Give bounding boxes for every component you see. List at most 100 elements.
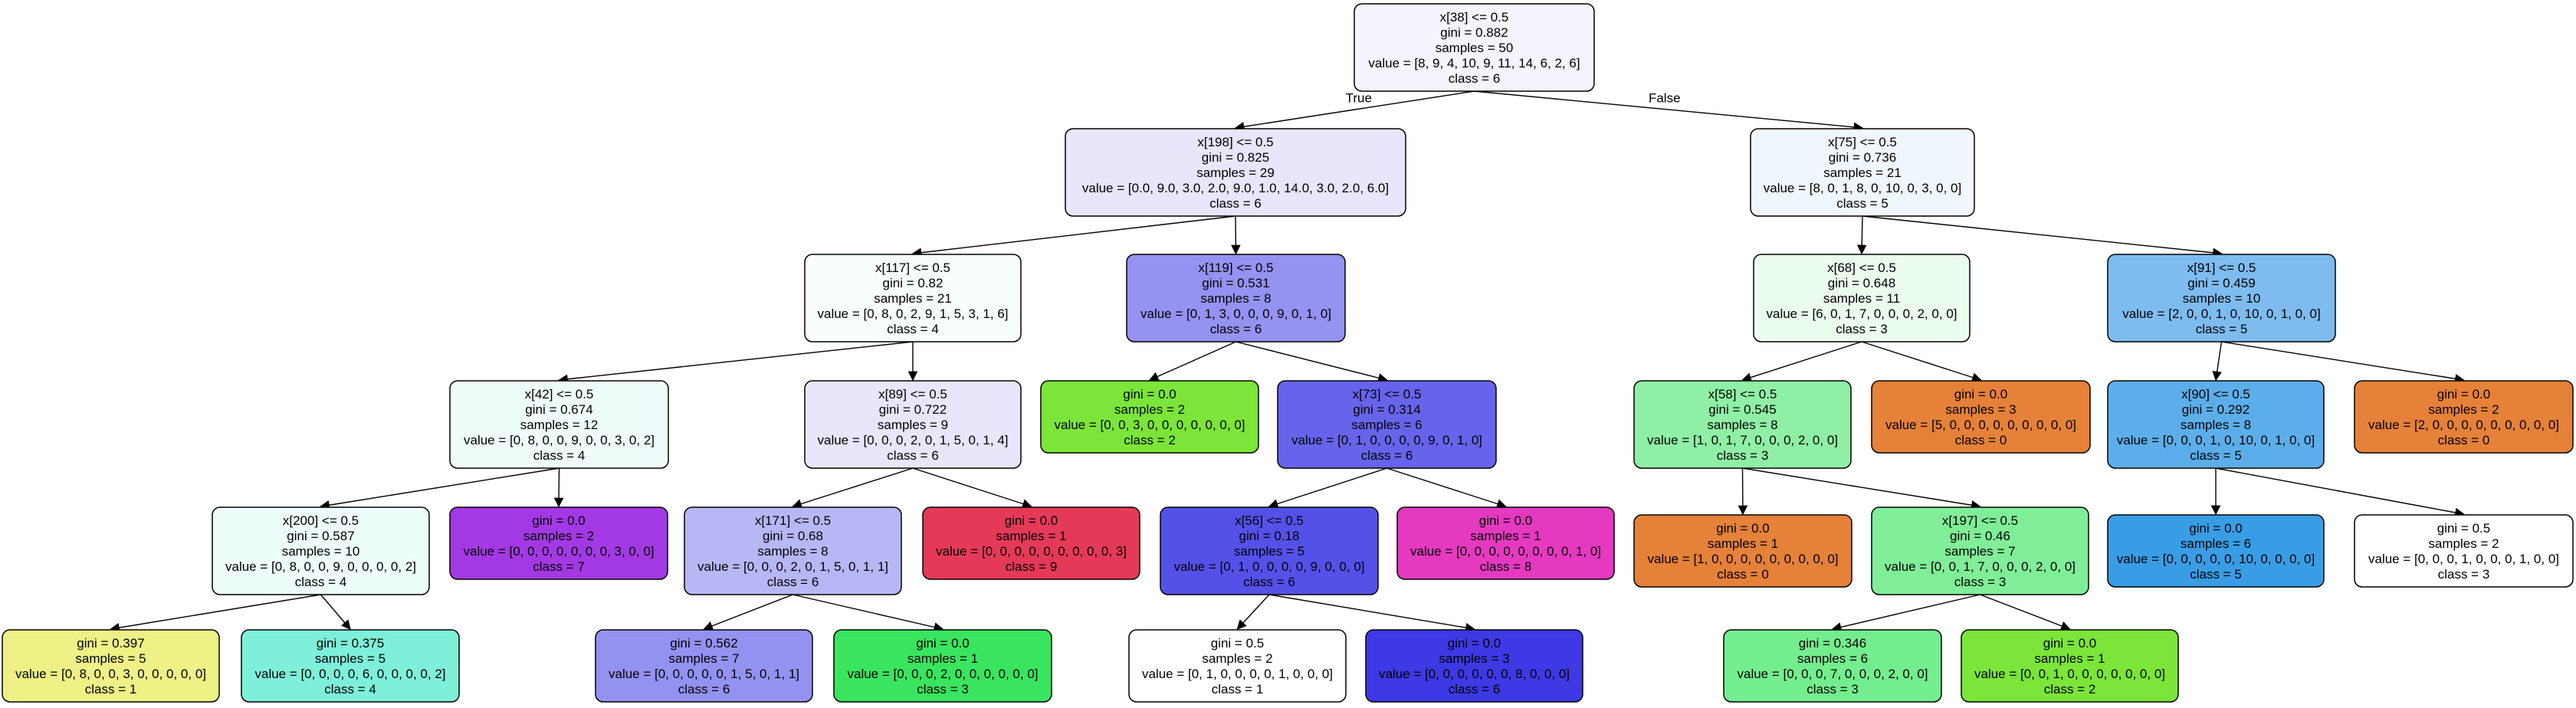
tree-node-line: gini = 0.68: [763, 529, 823, 543]
tree-node-line: value = [0, 0, 0, 0, 0, 0, 0, 3, 0, 0]: [463, 544, 654, 559]
tree-node-line: class = 5: [1836, 196, 1889, 211]
tree-node-line: value = [1, 0, 1, 7, 0, 0, 0, 2, 0, 0]: [1647, 433, 1838, 447]
tree-node-line: x[89] <= 0.5: [878, 387, 947, 402]
tree-edge: [1148, 341, 1236, 382]
tree-node-box: [1753, 254, 1971, 343]
tree-node-line: gini = 0.0: [1954, 387, 2007, 402]
tree-node-line: samples = 1: [996, 529, 1066, 543]
tree-node-line: value = [0, 0, 0, 0, 0, 0, 0, 0, 0, 3]: [936, 544, 1127, 559]
tree-edge: [792, 594, 944, 632]
tree-node-box: [2107, 254, 2336, 343]
tree-node-line: samples = 1: [2034, 651, 2105, 666]
tree-node-line: samples = 6: [2181, 536, 2251, 551]
tree-node-box: [1961, 629, 2179, 703]
tree-edge: [558, 341, 914, 385]
tree-node-box: [1723, 629, 1942, 703]
tree-node-box: [1065, 128, 1406, 217]
tree-node-box: [1633, 380, 1852, 469]
tree-node-line: class = 6: [1210, 322, 1262, 336]
tree-node-line: class = 7: [533, 559, 585, 574]
tree-node-line: gini = 0.531: [1202, 276, 1269, 290]
tree-node-line: value = [0, 8, 0, 2, 9, 1, 5, 3, 1, 6]: [817, 306, 1008, 321]
tree-edge: [320, 467, 560, 510]
tree-node-line: value = [0, 0, 0, 2, 0, 1, 5, 0, 1, 1]: [697, 559, 888, 574]
tree-node-line: gini = 0.397: [77, 636, 144, 651]
tree-edge: [912, 467, 1032, 509]
tree-node-line: class = 6: [678, 682, 730, 697]
tree-node-line: value = [0, 8, 0, 0, 9, 0, 0, 3, 0, 2]: [464, 433, 655, 447]
tree-node-box: [1871, 380, 2091, 454]
tree-node-box: [2107, 514, 2325, 588]
tree-edge: [1741, 341, 1862, 382]
tree-edge: [553, 467, 564, 508]
tree-node-box: [1633, 514, 1852, 588]
tree-node-line: class = 4: [324, 682, 376, 697]
tree-node-box: [1871, 506, 2089, 595]
tree-edge: [703, 594, 793, 631]
tree-node-line: samples = 2: [2428, 536, 2499, 551]
tree-node-line: value = [0, 0, 0, 0, 0, 0, 0, 0, 1, 0]: [1410, 544, 1601, 559]
tree-node-line: x[56] <= 0.5: [1235, 513, 1304, 528]
tree-node-line: samples = 50: [1436, 41, 1514, 55]
tree-node-line: gini = 0.587: [287, 529, 354, 543]
tree-node-line: class = 6: [1449, 682, 1501, 697]
tree-node-line: class = 1: [1212, 682, 1264, 697]
tree-node-box: [1354, 3, 1595, 92]
tree-node-line: class = 6: [767, 575, 819, 589]
tree-node-line: x[200] <= 0.5: [283, 513, 359, 528]
tree-node-line: samples = 2: [2428, 402, 2499, 417]
tree-node-line: gini = 0.0: [916, 636, 969, 651]
tree-node-line: gini = 0.18: [1239, 529, 1300, 543]
tree-node-line: x[75] <= 0.5: [1828, 135, 1897, 149]
tree-node-line: class = 2: [2044, 682, 2096, 697]
tree-node-line: x[68] <= 0.5: [1827, 261, 1896, 275]
tree-node-box: [241, 629, 460, 703]
edge-label-true: True: [1346, 91, 1372, 106]
tree-node-line: class = 5: [2190, 448, 2242, 463]
tree-node-line: class = 3: [1954, 575, 2007, 589]
tree-node-box: [1040, 380, 1259, 454]
tree-node-line: gini = 0.825: [1202, 150, 1269, 165]
tree-edge: [110, 594, 321, 633]
tree-node-line: value = [2, 0, 0, 1, 0, 10, 0, 1, 0, 0]: [2122, 306, 2320, 321]
tree-node-line: samples = 5: [75, 651, 146, 666]
tree-node-line: gini = 0.0: [1123, 387, 1176, 402]
tree-edge: [2212, 341, 2223, 382]
tree-node-box: [2354, 380, 2574, 454]
tree-node-line: class = 0: [2438, 433, 2490, 447]
tree-node-line: gini = 0.5: [2437, 521, 2490, 536]
tree-node-line: samples = 2: [1202, 651, 1272, 666]
tree-node-box: [684, 506, 902, 595]
tree-node-line: value = [0, 0, 0, 7, 0, 0, 0, 2, 0, 0]: [1737, 667, 1928, 681]
tree-node-line: gini = 0.346: [1799, 636, 1866, 651]
tree-node-line: value = [0, 1, 0, 0, 0, 0, 9, 0, 1, 0]: [1291, 433, 1482, 447]
tree-node-box: [1277, 380, 1497, 469]
tree-node-box: [1750, 128, 1975, 217]
tree-node-line: value = [0, 0, 0, 0, 0, 0, 8, 0, 0, 0]: [1379, 667, 1570, 681]
tree-node-line: value = [1, 0, 0, 0, 0, 0, 0, 0, 0, 0]: [1647, 552, 1838, 566]
tree-node-line: value = [0, 0, 0, 1, 0, 10, 0, 1, 0, 0]: [2117, 433, 2315, 447]
tree-node-box: [449, 506, 668, 580]
tree-node-line: class = 3: [1836, 322, 1888, 336]
tree-node-line: gini = 0.0: [1448, 636, 1501, 651]
tree-node-line: samples = 8: [2181, 418, 2251, 432]
tree-node-line: gini = 0.5: [1211, 636, 1264, 651]
tree-node-line: gini = 0.0: [532, 513, 585, 528]
tree-node-line: gini = 0.314: [1353, 402, 1420, 417]
tree-node-line: x[90] <= 0.5: [2181, 387, 2250, 402]
tree-node-line: value = [2, 0, 0, 0, 0, 0, 0, 0, 0, 0]: [2368, 418, 2559, 432]
tree-node-line: samples = 6: [1797, 651, 1868, 666]
tree-node-line: samples = 10: [282, 544, 360, 559]
